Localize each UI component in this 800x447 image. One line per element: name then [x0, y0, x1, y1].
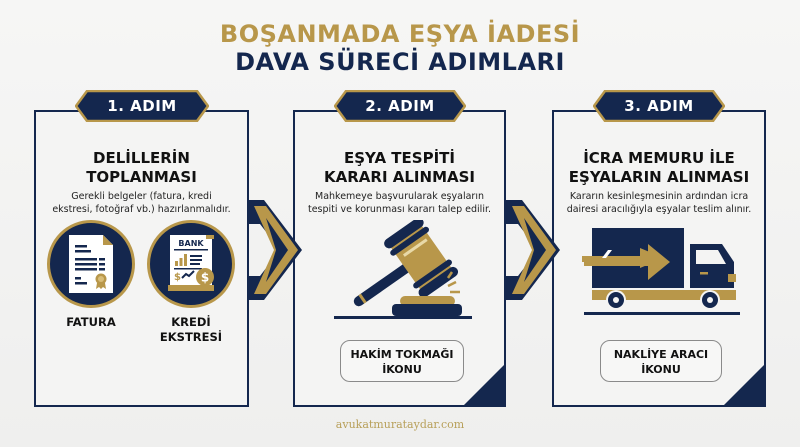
svg-text:$: $: [201, 271, 209, 285]
step-1-description: Gerekli belgeler (fatura, kredi ekstresi…: [52, 191, 231, 215]
corner-decoration: [464, 365, 504, 405]
gavel-icon: [334, 220, 472, 319]
step-2-description: Mahkemeye başvurularak eşyaların tespiti…: [307, 191, 492, 215]
footer-website: avukatmurataydar.com: [335, 418, 465, 431]
gavel-icon-label: HAKİM TOKMAĞI İKONU: [340, 340, 464, 382]
step-3-badge: 3. ADIM: [593, 90, 725, 122]
step-3-heading: İCRA MEMURU İLE EŞYALARIN ALINMASI: [568, 149, 750, 186]
step-1-card: DELİLLERİN TOPLANMASI Gerekli belgeler (…: [34, 110, 249, 407]
bank-statement-label: KREDİ EKSTRESİ: [159, 315, 223, 344]
step-2-card: EŞYA TESPİTİ KARARI ALINMASI Mahkemeye b…: [293, 110, 506, 407]
title-line-1: BOŞANMADA EŞYA İADESİ: [219, 20, 581, 48]
chevron-right-icon: [506, 200, 560, 300]
invoice-document-icon: [47, 220, 135, 308]
bank-statement-icon: BANK $ $: [147, 220, 235, 308]
page-title: BOŞANMADA EŞYA İADESİ DAVA SÜRECİ ADIMLA…: [0, 20, 800, 76]
corner-decoration: [724, 365, 764, 405]
step-1-heading: DELİLLERİN TOPLANMASI: [86, 149, 197, 186]
invoice-label: FATURA: [66, 315, 116, 329]
title-line-2: DAVA SÜRECİ ADIMLARI: [235, 48, 565, 76]
svg-text:$: $: [174, 272, 181, 283]
step-1-badge: 1. ADIM: [75, 90, 209, 122]
step-2-badge: 2. ADIM: [334, 90, 466, 122]
truck-icon-label: NAKLİYE ARACI İKONU: [600, 340, 722, 382]
step-3-card: İCRA MEMURU İLE EŞYALARIN ALINMASI Karar…: [552, 110, 766, 407]
step-2-heading: EŞYA TESPİTİ KARARI ALINMASI: [324, 149, 475, 186]
svg-text:BANK: BANK: [178, 239, 204, 248]
chevron-right-icon: [248, 200, 302, 300]
delivery-truck-icon: [582, 228, 740, 315]
step-3-description: Kararın kesinleşmesinin ardından icra da…: [566, 191, 752, 215]
